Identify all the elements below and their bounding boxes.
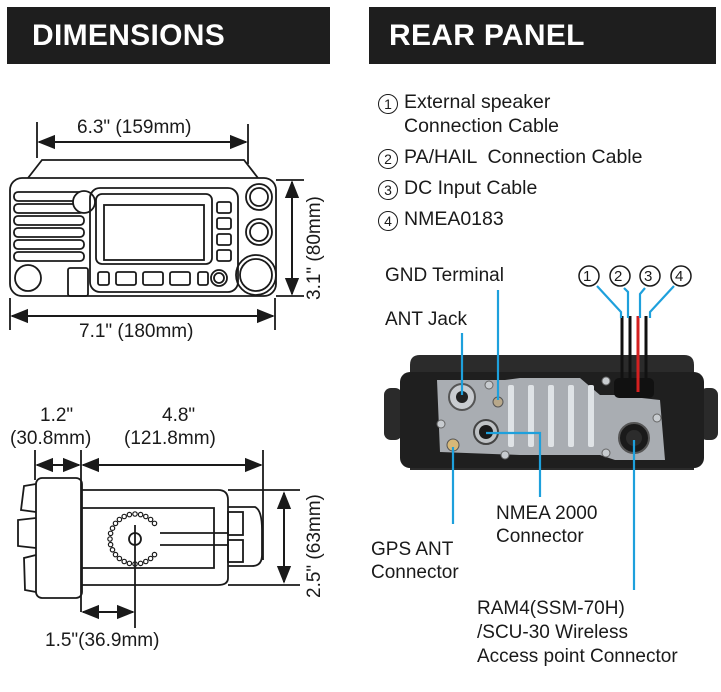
- mounting-dot: [116, 555, 123, 562]
- ram4-label-3: Access point Connector: [477, 646, 678, 667]
- mounting-dot: [121, 513, 128, 520]
- legend-number: 1: [378, 94, 398, 114]
- legend-label: PA/HAIL Connection Cable: [404, 146, 643, 168]
- mounting-dot: [147, 516, 154, 523]
- mounting-dot: [107, 530, 114, 537]
- mounting-dot: [107, 536, 113, 542]
- ram4-label-1: RAM4(SSM-70H): [477, 598, 625, 619]
- front-height-label: 3.1" (80mm): [304, 196, 325, 300]
- nmea2000-label-2: Connector: [496, 526, 584, 547]
- legend-number: 3: [378, 180, 398, 200]
- legend-item: 2 PA/HAIL Connection Cable: [378, 145, 642, 169]
- front-total-width-label: 7.1" (180mm): [79, 321, 194, 342]
- rear-panel-header: REAR PANEL: [369, 7, 716, 64]
- ant-jack-label: ANT Jack: [385, 309, 468, 330]
- mounting-dot: [112, 520, 119, 527]
- rear-panel-photo: [384, 355, 718, 470]
- cable-number-3: 3: [644, 268, 653, 285]
- mounting-dot: [121, 558, 128, 565]
- legend-label: External speaker: [404, 91, 551, 113]
- mounting-dot: [116, 516, 123, 523]
- front-depth-label-2: (30.8mm): [10, 428, 92, 449]
- mounting-dot: [126, 511, 133, 518]
- mounting-dot: [109, 525, 116, 532]
- legend-label: NMEA0183: [404, 208, 504, 230]
- legend-item: 1 External speaker Connection Cable: [378, 90, 642, 138]
- mounting-dot: [132, 511, 138, 517]
- legend-label-line2: Connection Cable: [404, 115, 560, 137]
- cable-bundle: [620, 316, 648, 392]
- gps-ant-label-1: GPS ANT: [371, 539, 454, 560]
- body-depth-label-1: 4.8": [162, 405, 196, 426]
- mounting-dot: [147, 555, 154, 562]
- mounting-dot: [151, 551, 158, 558]
- side-height-label: 2.5" (63mm): [304, 494, 325, 598]
- mounting-dot: [126, 560, 133, 567]
- mounting-dot: [112, 551, 119, 558]
- mounting-dot: [107, 541, 114, 548]
- mounting-dot: [143, 558, 149, 565]
- legend-number: 2: [378, 149, 398, 169]
- legend-item: 4 NMEA0183: [378, 207, 642, 231]
- cable-number-4: 4: [675, 268, 684, 285]
- mounting-dot: [137, 511, 144, 518]
- mounting-dot: [109, 546, 116, 553]
- ram4-label-2: /SCU-30 Wireless: [477, 622, 628, 643]
- side-view-drawing: [17, 450, 300, 628]
- mounting-dot: [151, 520, 158, 527]
- nmea2000-label-1: NMEA 2000: [496, 503, 598, 524]
- mounting-dot: [143, 513, 149, 520]
- cable-number-2: 2: [614, 268, 623, 285]
- dimensions-header: DIMENSIONS: [7, 7, 330, 64]
- front-depth-label-1: 1.2": [40, 405, 74, 426]
- mounting-dot: [137, 560, 144, 567]
- body-depth-label-2: (121.8mm): [124, 428, 216, 449]
- legend-number: 4: [378, 211, 398, 231]
- gps-ant-label-2: Connector: [371, 562, 459, 583]
- legend-item: 3 DC Input Cable: [378, 176, 642, 200]
- gnd-terminal-label: GND Terminal: [385, 265, 504, 286]
- cable-legend: 1 External speaker Connection Cable 2 PA…: [378, 90, 642, 238]
- leader-lines: [451, 285, 675, 590]
- front-top-width-label: 6.3" (159mm): [77, 117, 192, 138]
- cable-number-1: 1: [583, 268, 592, 285]
- mount-offset-label: 1.5"(36.9mm): [45, 630, 160, 651]
- legend-label: DC Input Cable: [404, 177, 538, 199]
- mounting-hole-pattern: [107, 511, 158, 567]
- front-view-drawing: [9, 122, 304, 330]
